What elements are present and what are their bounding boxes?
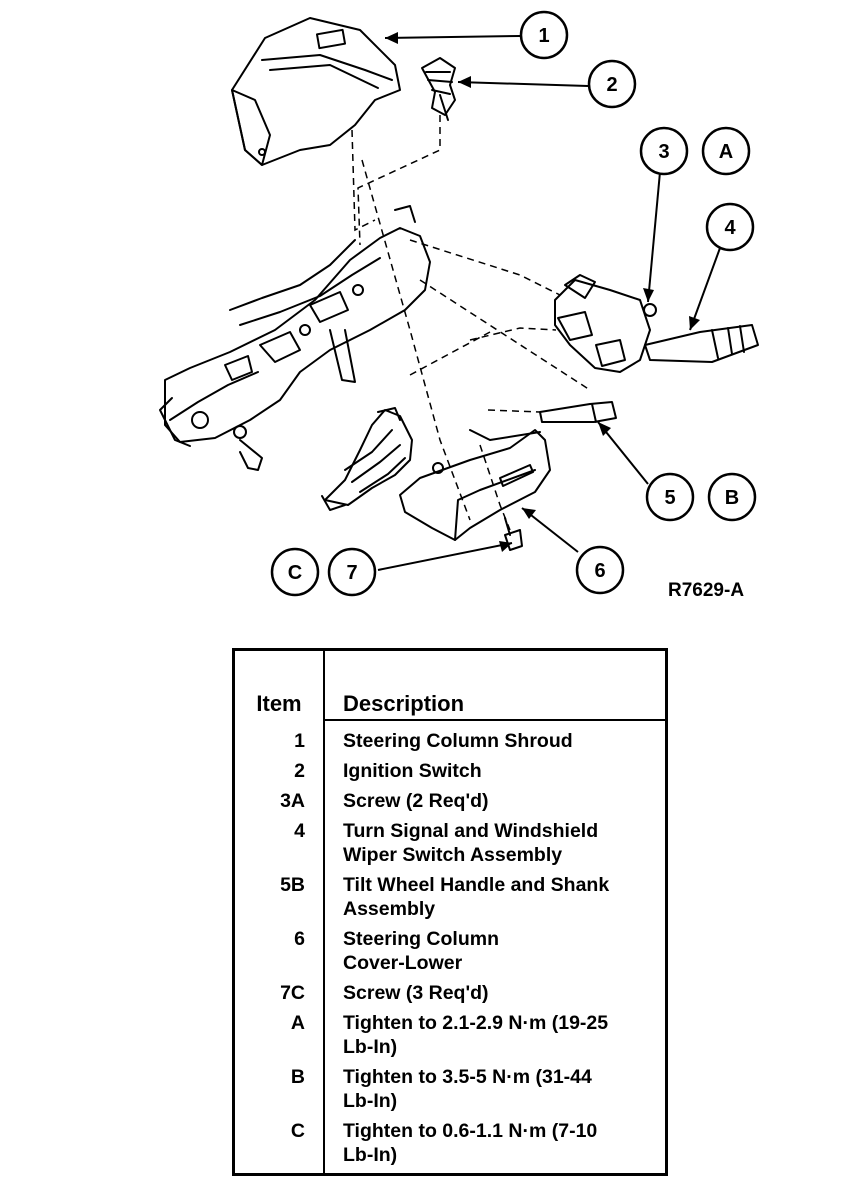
assembly-line [487,409,541,413]
row-item: 7C [280,982,305,1004]
callout-2: 2 [606,74,617,96]
arrowhead [458,76,471,88]
leader-line [689,247,721,331]
arrowhead [522,508,536,519]
arrowhead [689,316,700,330]
callout-1-circle [519,10,569,60]
callout-a: A [719,141,733,163]
tilt-wheel-handle [539,401,617,423]
ignition-switch [421,57,456,121]
row-item: 3A [280,790,305,812]
legend-table: Item Description 1 Steering Column Shrou… [232,648,668,1176]
legend-rows: 1 Steering Column Shroud 2 Ignition Swit… [235,729,665,1173]
callout-4-circle [705,202,755,252]
row-item: 6 [294,928,305,950]
callout-5: 5 [664,487,675,509]
steering-column-body [159,205,431,471]
legend-row: 5B Tilt Wheel Handle and Shank Assembly [235,873,665,921]
callout-2-circle [587,59,637,109]
row-description: Ignition Switch [343,760,482,782]
row-description: Tighten to 3.5-5 N·m (31-44 Lb-In) [343,1066,592,1112]
row-item: 5B [280,874,305,896]
steering-column-shroud [231,17,401,166]
callout-c-circle [270,547,320,597]
assembly-line [409,239,561,296]
arrowhead [499,541,512,552]
callout-b-circle [707,472,757,522]
wiring-harness [321,407,413,511]
leader-line [457,81,589,87]
column-divider [323,651,325,1173]
legend-row: A Tighten to 2.1-2.9 N·m (19-25 Lb-In) [235,1011,665,1059]
legend-row: 6 Steering Column Cover-Lower [235,927,665,975]
callout-b: B [725,487,739,509]
arrowhead [598,422,611,436]
exploded-view-diagram: 1 2 3 A 4 5 B C 7 6 [159,10,759,597]
assembly-line [469,327,557,341]
legend-row: 1 Steering Column Shroud [235,729,665,753]
row-item: B [290,1066,305,1088]
legend-row: 3A Screw (2 Req'd) [235,789,665,813]
figure-id: R7629-A [668,580,745,601]
row-description: Steering Column Cover-Lower [343,928,500,974]
assembly-line [479,444,511,531]
legend-row: 4 Turn Signal and Windshield Wiper Switc… [235,819,665,867]
assembly-line [361,159,471,521]
callout-6: 6 [594,560,605,582]
row-description: Screw (2 Req'd) [343,790,489,812]
row-item: C [290,1120,305,1142]
callout-c: C [288,562,302,584]
callout-3: 3 [658,141,669,163]
row-description: Tighten to 0.6-1.1 N·m (7-10 Lb-In) [343,1120,598,1166]
row-item: A [290,1012,305,1034]
callout-1: 1 [538,25,549,47]
leader-line [384,35,521,39]
row-item: 4 [294,820,305,842]
row-description: Tilt Wheel Handle and Shank Assembly [343,874,610,920]
arrowhead [643,288,654,302]
callout-a-circle [701,126,751,176]
assembly-line [351,129,376,232]
assembly-line [419,279,591,391]
callout-3-circle [639,126,689,176]
legend-row: B Tighten to 3.5-5 N·m (31-44 Lb-In) [235,1065,665,1113]
header-description: Description [343,691,465,716]
turn-signal-wiper-switch [554,274,759,373]
assembly-line [409,331,491,376]
callout-6-circle [575,545,625,595]
row-description: Steering Column Shroud [343,730,573,752]
row-description: Tighten to 2.1-2.9 N·m (19-25 Lb-In) [343,1012,609,1058]
legend-row: C Tighten to 0.6-1.1 N·m (7-10 Lb-In) [235,1119,665,1167]
leader-line [647,171,661,303]
row-item: 1 [294,730,305,752]
callout-5-circle [645,472,695,522]
row-item: 2 [294,760,305,782]
legend-row: 2 Ignition Switch [235,759,665,783]
assembly-line [357,115,441,246]
header-divider [323,719,665,721]
row-description: Turn Signal and Windshield Wiper Switch … [343,820,599,866]
header-item: Item [256,691,302,716]
row-description: Screw (3 Req'd) [343,982,489,1004]
callout-7: 7 [346,562,357,584]
steering-column-cover-lower [399,429,551,541]
callout-7-circle [327,547,377,597]
arrowhead [385,32,398,44]
legend-row: 7C Screw (3 Req'd) [235,981,665,1005]
leader-line [377,542,513,571]
callout-4: 4 [724,217,736,239]
